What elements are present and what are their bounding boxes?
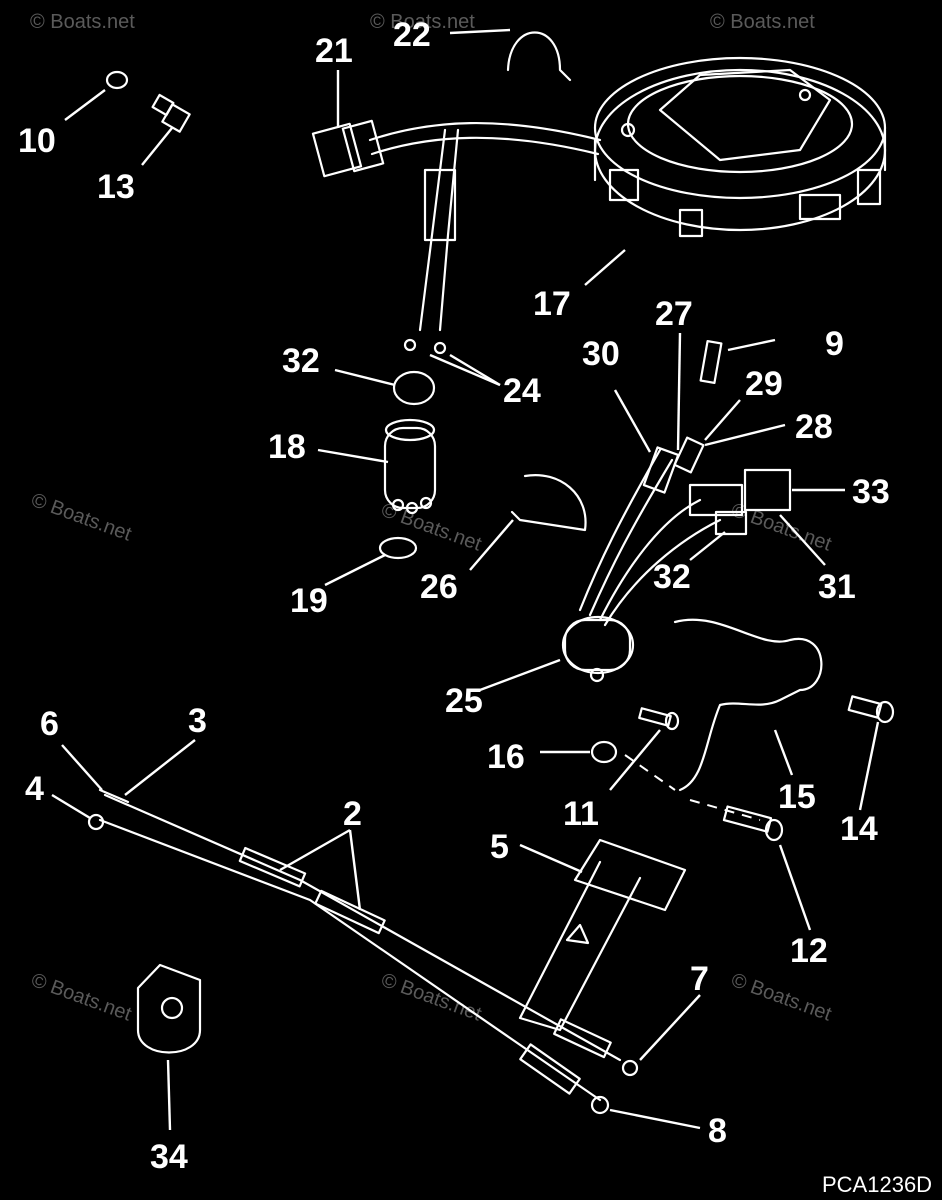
watermark: © Boats.net xyxy=(28,969,134,1026)
callout-13: 13 xyxy=(97,168,135,206)
watermark: © Boats.net xyxy=(710,11,815,33)
callout-32: 32 xyxy=(282,342,320,380)
callout-12: 12 xyxy=(790,932,828,970)
callout-7: 7 xyxy=(690,960,709,998)
callout-3: 3 xyxy=(188,702,207,740)
watermark: © Boats.net xyxy=(378,969,484,1026)
callout-24: 24 xyxy=(503,372,541,410)
callout-33: 33 xyxy=(852,473,890,511)
callout-31: 31 xyxy=(818,568,856,606)
callout-25: 25 xyxy=(445,682,483,720)
part-screw-12 xyxy=(722,805,784,842)
callout-16: 16 xyxy=(487,738,525,776)
part-cover xyxy=(136,963,202,1054)
part-screw-11 xyxy=(638,707,680,731)
callout-9: 9 xyxy=(825,325,844,363)
part-grommet xyxy=(392,370,436,406)
part-clip xyxy=(506,31,572,82)
callout-4: 4 xyxy=(25,770,44,808)
callout-labels: 22 21 10 13 17 27 9 30 29 28 32 24 18 33… xyxy=(18,16,890,1176)
part-sensor-harness xyxy=(561,436,792,683)
leader-lines xyxy=(51,28,880,1131)
callout-19: 19 xyxy=(290,582,328,620)
watermark: © Boats.net xyxy=(28,489,134,546)
callout-27: 27 xyxy=(655,295,693,333)
callout-2: 2 xyxy=(343,795,362,833)
part-o-ring xyxy=(378,536,418,560)
part-bushing xyxy=(590,740,618,764)
part-screw xyxy=(151,93,191,133)
part-rectifier xyxy=(383,418,437,515)
part-ground-harness xyxy=(87,788,639,1115)
part-washer xyxy=(105,70,129,90)
watermark: © Boats.net xyxy=(370,11,475,33)
callout-34: 34 xyxy=(150,1138,188,1176)
watermark: © Boats.net xyxy=(728,969,834,1026)
callout-28: 28 xyxy=(795,408,833,446)
callout-15: 15 xyxy=(778,778,816,816)
watermark-layer: © Boats.net © Boats.net © Boats.net © Bo… xyxy=(28,11,834,1026)
part-bracket xyxy=(518,838,687,1032)
callout-5: 5 xyxy=(490,828,509,866)
callout-6: 6 xyxy=(40,705,59,743)
callout-22: 22 xyxy=(393,16,431,54)
callout-26: 26 xyxy=(420,568,458,606)
part-pin xyxy=(699,339,723,385)
callout-32b: 32 xyxy=(653,558,691,596)
callout-11: 11 xyxy=(563,795,599,833)
callout-29: 29 xyxy=(745,365,783,403)
part-screw-14 xyxy=(847,695,895,724)
drawing-code: PCA1236D xyxy=(822,1172,932,1197)
callout-17: 17 xyxy=(533,285,571,323)
part-wire-bracket xyxy=(624,618,823,821)
part-stator-harness xyxy=(311,119,602,355)
part-stator-ring xyxy=(593,56,887,238)
callout-18: 18 xyxy=(268,428,306,466)
callout-30: 30 xyxy=(582,335,620,373)
callout-14: 14 xyxy=(840,810,878,848)
callout-21: 21 xyxy=(315,32,353,70)
callout-10: 10 xyxy=(18,122,56,160)
watermark: © Boats.net xyxy=(30,11,135,33)
part-tie-strap xyxy=(510,474,587,532)
callout-8: 8 xyxy=(708,1112,727,1150)
